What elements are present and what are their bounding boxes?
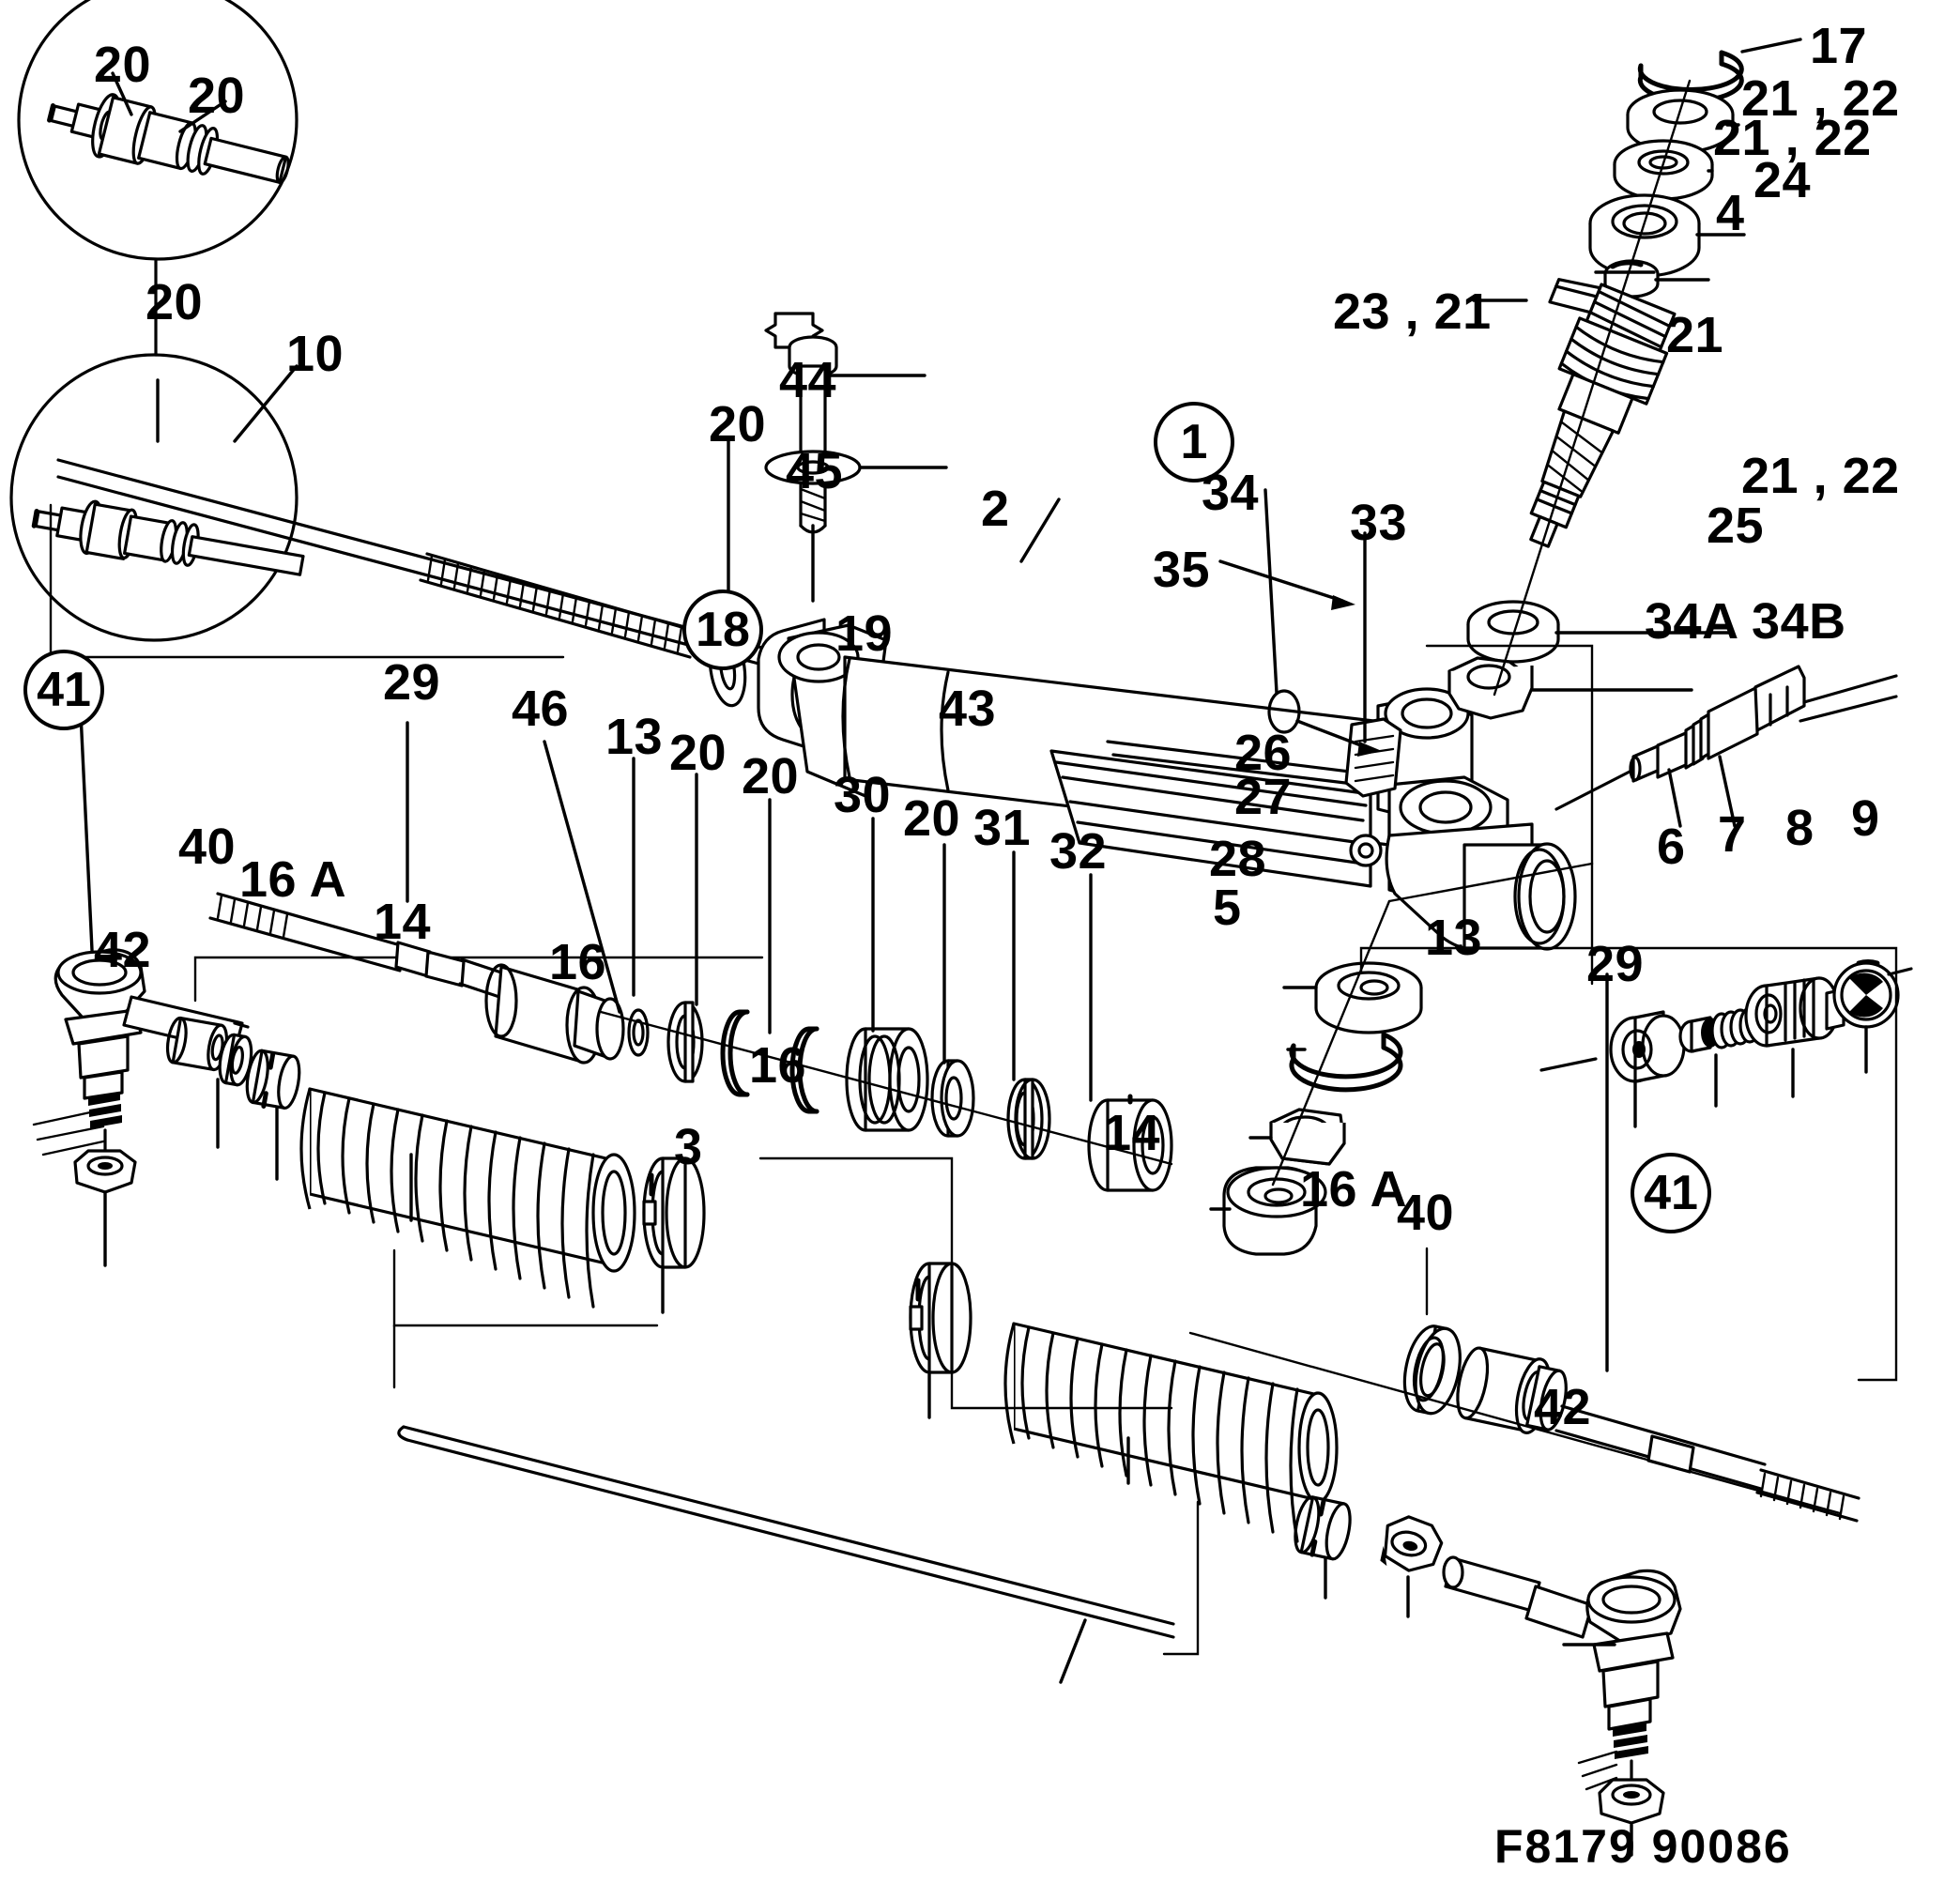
callout-6: 6 [1657,819,1686,875]
washer-26 [1314,961,1423,1034]
callout-29: 29 [383,654,441,711]
part-8 [1744,976,1845,1048]
part-6 [1609,1010,1686,1083]
part-9 [1832,959,1913,1029]
collar-32 [1087,1094,1173,1192]
callout-9: 9 [1851,790,1880,847]
tie-rod-end-right [1294,1495,1682,1857]
callout-26: 26 [1234,725,1293,781]
callout-45: 45 [786,443,844,499]
bellows-boot-14-right [1003,1322,1339,1543]
oring-34 [1263,488,1301,734]
pinion-stack [1447,38,1802,720]
callout-16: 16 [749,1037,807,1094]
clip-16a [245,1049,301,1110]
long-rod-3 [397,1425,1175,1684]
callout-44: 44 [779,352,837,408]
callout-24: 24 [1753,152,1812,208]
clamp-16-left [642,1156,706,1314]
washer-40 [218,1033,253,1087]
callout-21: 21 [1666,307,1724,363]
callout-20: 20 [742,748,800,804]
callout-21-22: 21 , 22 [1713,110,1872,166]
callout-25: 25 [1707,498,1765,554]
pipe-fitting-34a-34b [1554,665,1898,828]
callout-20: 20 [709,396,767,452]
callout-33: 33 [1350,495,1408,551]
washer-13-right [1402,1325,1462,1416]
callout-20: 20 [188,68,246,124]
callout-14: 14 [374,894,432,950]
tie-rod-end-left [32,712,250,1267]
ball-housing-right [1456,1346,1568,1434]
callout-17: 17 [1810,18,1868,74]
callout-21-22: 21 , 22 [1741,70,1900,127]
bushing-28 [1269,1108,1346,1166]
callout-14: 14 [1103,1105,1161,1161]
callout-32: 32 [1049,823,1108,880]
inner-tie-rod-29-right [1188,972,1860,1523]
bushing-30 [845,1027,929,1132]
detail-bubble-upper [17,0,299,261]
circlip-27 [1289,1032,1403,1093]
callout-circle-18: 18 [682,590,763,670]
tie-rod-hardware-left [165,1016,301,1181]
callout-8: 8 [1785,800,1815,856]
callout-27: 27 [1234,769,1293,825]
callout-30: 30 [834,767,892,823]
mount-bushing-5 [1222,1166,1327,1256]
callout-3: 3 [674,1119,703,1175]
callout-2: 2 [981,481,1010,537]
housing-bolt-stack [1209,899,1423,1256]
callout-20: 20 [145,274,204,330]
callout-42: 42 [1534,1379,1592,1435]
detail-bubble-lower [9,353,305,642]
callout-31: 31 [973,800,1032,856]
callout-20: 20 [94,37,152,93]
rack-bushing-stack [599,817,1173,1192]
clip-16a-right [1294,1495,1352,1561]
callout-circle-1: 1 [1154,402,1234,482]
inner-tie-rod-29-left [208,721,625,1064]
callout-28: 28 [1209,831,1267,887]
callout-43: 43 [939,681,997,737]
callout-34: 34 [1202,465,1260,521]
callout-16-A: 16 A [1300,1161,1408,1218]
callout-13: 13 [605,709,664,765]
callout-4: 4 [1716,185,1745,241]
callout-42: 42 [94,922,152,978]
callout-5: 5 [1213,880,1242,936]
callout-35: 35 [1153,542,1211,598]
callout-16-A: 16 A [239,851,347,908]
callout-40: 40 [178,819,237,875]
ring-31 [1006,1078,1051,1160]
callout-46: 46 [512,681,570,737]
drawing-code: F8179 90086 [1494,1820,1792,1873]
valve-parts-6789 [1539,959,1913,1128]
steering-rack-housing-2 [757,498,1577,951]
callout-20: 20 [669,725,727,781]
callout-16: 16 [549,934,607,990]
callout-21-22: 21 , 22 [1741,448,1900,504]
washer-20-b [930,1059,975,1138]
rack-bar-10 [56,364,764,666]
clamp-16-bottom [909,1262,972,1419]
callout-10: 10 [286,326,345,382]
callout-23-21: 23 , 21 [1333,283,1492,340]
callout-19: 19 [835,605,894,662]
washer-45 [764,450,948,485]
callout-20: 20 [903,790,961,847]
callout-circle-41: 41 [23,650,104,730]
callout-40: 40 [1397,1185,1455,1241]
nut-40-right [1380,1515,1444,1572]
callout-7: 7 [1718,806,1747,863]
inner-rod-rings [627,757,819,1114]
callout-13: 13 [1425,910,1483,966]
callout-29: 29 [1586,936,1645,992]
callout-34A-34B: 34A 34B [1645,593,1846,650]
callout-circle-41: 41 [1631,1153,1711,1233]
bellows-boot-14-left [299,1087,636,1309]
